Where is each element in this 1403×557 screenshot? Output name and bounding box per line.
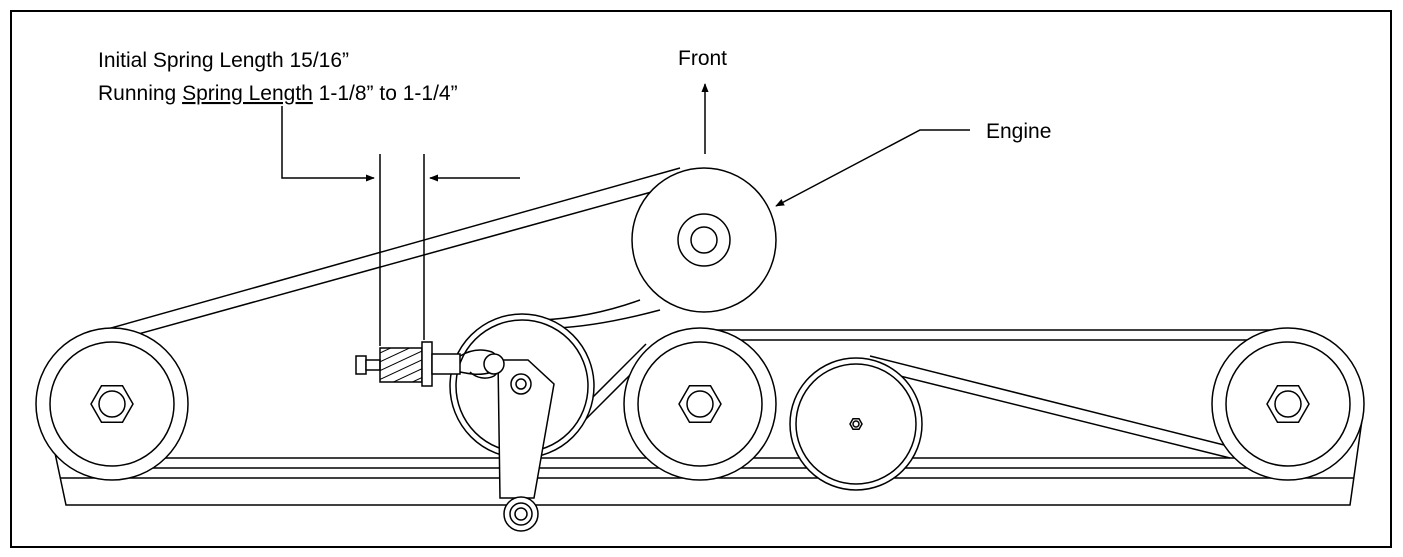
spring-length-dimension <box>281 106 520 346</box>
tension-arm <box>497 359 555 532</box>
spring-bolt-nut <box>355 355 367 375</box>
spring-length-underlined: Spring Length <box>182 82 313 105</box>
spring-collar <box>421 341 433 387</box>
right-pulley <box>1211 327 1365 481</box>
spring-coil <box>379 347 423 383</box>
left-pulley <box>35 327 189 481</box>
spring-rod-end <box>431 353 461 375</box>
front-label: Front <box>678 47 727 70</box>
diagram-border <box>10 10 1392 548</box>
spring-assembly <box>355 341 505 387</box>
center-pulley <box>623 327 777 481</box>
running-spring-length-label: Running Spring Length 1-1/8” to 1-1/4” <box>98 82 458 105</box>
engine-pulley <box>631 167 777 313</box>
spring-bolt-shaft <box>365 359 381 371</box>
initial-spring-length-label: Initial Spring Length 15/16” <box>98 49 349 72</box>
engine-label: Engine <box>986 120 1051 143</box>
belts <box>103 167 1296 469</box>
engine-leader <box>775 129 970 207</box>
small-idler-pulley <box>789 357 923 491</box>
